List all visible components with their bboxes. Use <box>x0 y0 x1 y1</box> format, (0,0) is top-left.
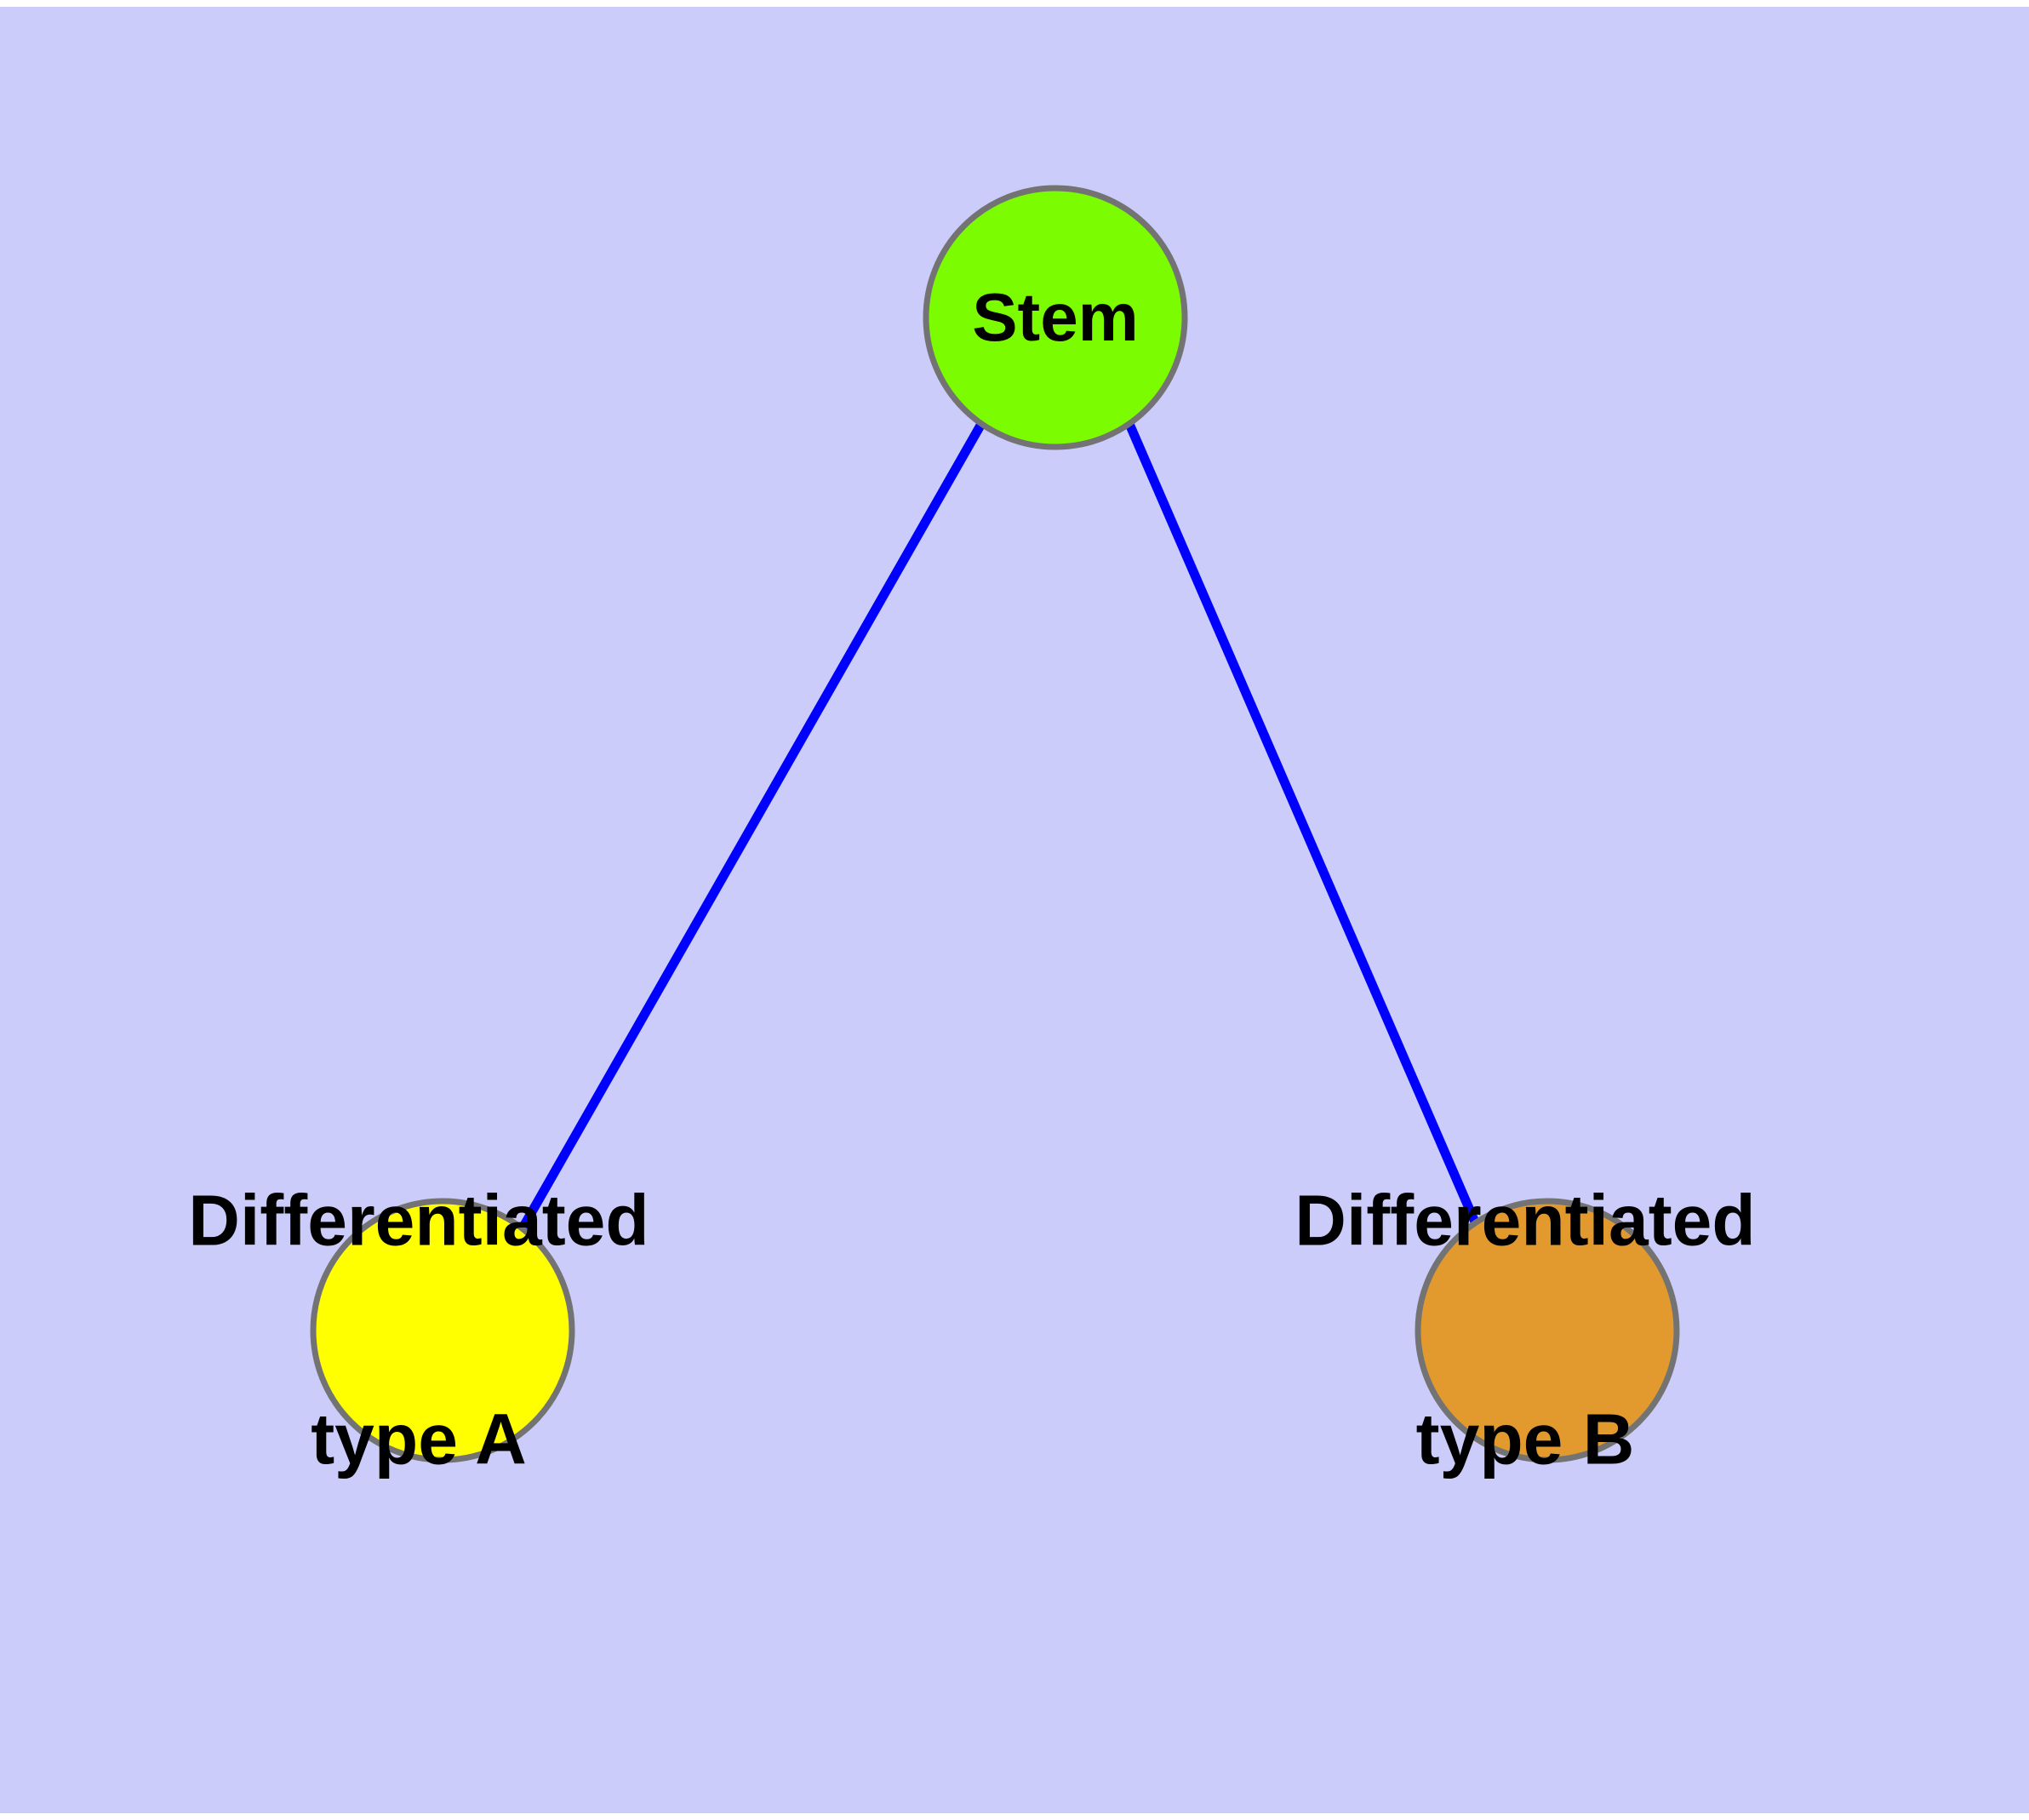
node-stem[interactable] <box>923 185 1188 450</box>
edges-layer <box>516 421 1482 1235</box>
nodes-layer <box>310 185 1680 1463</box>
node-differentiated-type-b[interactable] <box>1415 1198 1680 1463</box>
node-differentiated-type-a[interactable] <box>310 1198 575 1463</box>
edge-stem-to-differentiated-b[interactable] <box>1124 421 1482 1228</box>
edge-stem-to-differentiated-a[interactable] <box>516 421 986 1235</box>
